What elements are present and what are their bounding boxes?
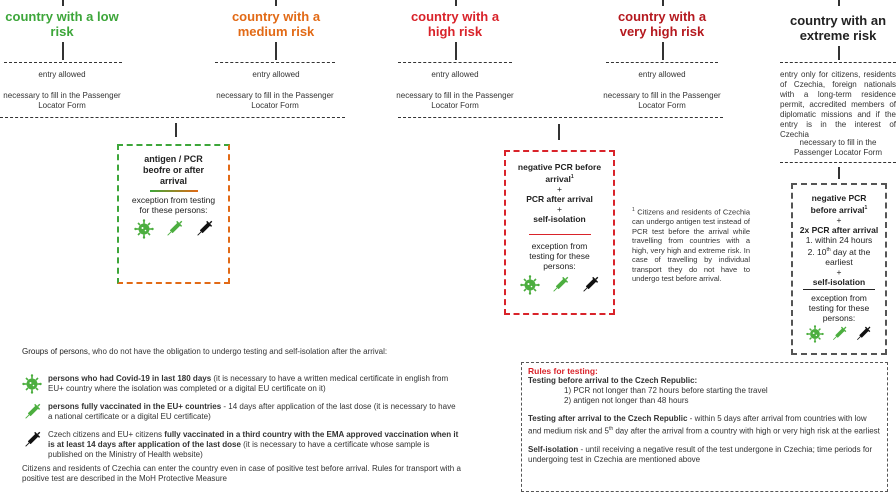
syringe-dark-icon [22,430,42,450]
connector-line [62,42,64,60]
box-high-plus: + [557,203,562,214]
virus-icon [519,275,540,296]
connector-line [838,0,840,6]
rules-after: Testing after arrival to the Czech Repub… [528,414,880,436]
rules-isolation: Self-isolation - until receiving a negat… [528,444,873,464]
box-separator [528,233,591,236]
risk-title-low: country with a low risk [5,9,119,39]
syringe-dark-icon [194,218,214,238]
box-separator [803,288,875,291]
entry-text-low: entry allowed [38,70,86,79]
rules-heading: Rules for testing: [528,366,598,376]
connector-line [662,0,664,6]
rules-before-title: Testing before arrival to the Czech Repu… [528,376,698,385]
connector-line [662,42,664,60]
entry-text-very-high: entry allowed [638,70,686,79]
connector-line [275,0,277,6]
group-item-text: persons who had Covid-19 in last 180 day… [48,374,449,393]
connector-line [275,42,277,60]
box-extreme-item2: 2. 10th day at the earliest [807,246,871,267]
dashed-divider [0,117,345,118]
plf-text-very-high: necessary to fill in the Passenger Locat… [603,91,721,110]
box-high-plus: + [557,183,562,194]
rules-before-item: 2) antigen not longer than 48 hours [564,396,689,405]
test-box-low-medium: antigen / PCR beofre or after arrival ex… [117,144,230,284]
box-low-medium-icons [119,218,228,239]
entry-text-medium: entry allowed [252,70,300,79]
plf-text-extreme: necessary to fill in the Passenger Locat… [793,138,883,157]
virus-icon [806,325,824,344]
syringe-dark-icon [580,275,600,295]
dashed-divider [4,62,122,63]
group-item-text: persons fully vaccinated in the EU+ coun… [48,402,456,421]
plf-text-medium: necessary to fill in the Passenger Locat… [216,91,334,110]
virus-icon [133,218,154,239]
box-high-exception: exception from testing for these persons… [529,241,590,272]
box-high-icons [506,275,613,296]
connector-line [455,42,457,60]
dashed-divider [398,117,723,118]
box-low-medium-exception: exception from testing for these persons… [131,194,216,215]
box-extreme-plus: + [836,214,842,225]
connector-line [558,124,560,140]
box-separator [149,190,198,192]
dashed-divider [215,62,335,63]
box-extreme-plus: + [836,266,842,277]
dashed-divider [780,62,896,63]
entry-text-high: entry allowed [431,70,479,79]
syringe-dark-icon [854,325,872,343]
group-item-text: Czech citizens and EU+ citizens fully va… [48,430,459,459]
box-extreme-line1: negative PCR before arrival1 [810,193,868,215]
risk-title-high: country with a high risk [410,9,500,39]
box-extreme-icons [793,325,885,344]
connector-line [838,167,840,179]
rules-box: Rules for testing: Testing before arriva… [521,362,888,492]
test-box-high: negative PCR before arrival1 + PCR after… [504,150,615,315]
groups-closing: Citizens and residents of Czechia can en… [22,464,461,483]
groups-intro: Groups of persons, who do not have the o… [22,347,388,356]
dashed-divider [780,162,896,163]
plf-text-high: necessary to fill in the Passenger Locat… [396,91,514,110]
connector-line [838,46,840,60]
dashed-divider [606,62,718,63]
group-item-recovered: persons who had Covid-19 in last 180 day… [22,374,462,394]
connector-line [455,0,457,6]
group-item-vaccinated-eu: persons fully vaccinated in the EU+ coun… [22,402,462,422]
footnote: 1 Citizens and residents of Czechia can … [632,207,750,283]
box-extreme-line3: self-isolation [812,276,866,287]
risk-title-extreme: country with an extreme risk [789,13,887,43]
virus-icon [22,374,42,394]
box-high-line3: self-isolation [533,213,586,224]
dashed-divider [398,62,512,63]
box-extreme-item1: 1. within 24 hours [805,234,873,245]
syringe-icon [830,325,848,343]
box-extreme-line2: 2x PCR after arrival [799,224,879,235]
entry-text-extreme: entry only for citizens, residents of Cz… [780,70,896,139]
syringe-icon [550,275,570,295]
box-extreme-exception: exception from testing for these persons… [808,293,870,324]
connector-line [175,123,177,137]
syringe-icon [164,218,184,238]
risk-title-medium: country with a medium risk [231,9,321,39]
test-box-extreme: negative PCR before arrival1 + 2x PCR af… [791,183,887,355]
syringe-icon [22,402,42,422]
connector-line [62,0,64,6]
risk-title-very-high: country with a very high risk [617,9,707,39]
box-low-medium-title: antigen / PCR beofre or after arrival [142,154,204,186]
group-item-vaccinated-third: Czech citizens and EU+ citizens fully va… [22,430,462,460]
box-high-line1: negative PCR before arrival1 [517,162,602,184]
plf-text-low: necessary to fill in the Passenger Locat… [3,91,121,110]
rules-before-item: 1) PCR not longer than 72 hours before s… [564,386,768,395]
box-high-line2: PCR after arrival [526,193,593,204]
